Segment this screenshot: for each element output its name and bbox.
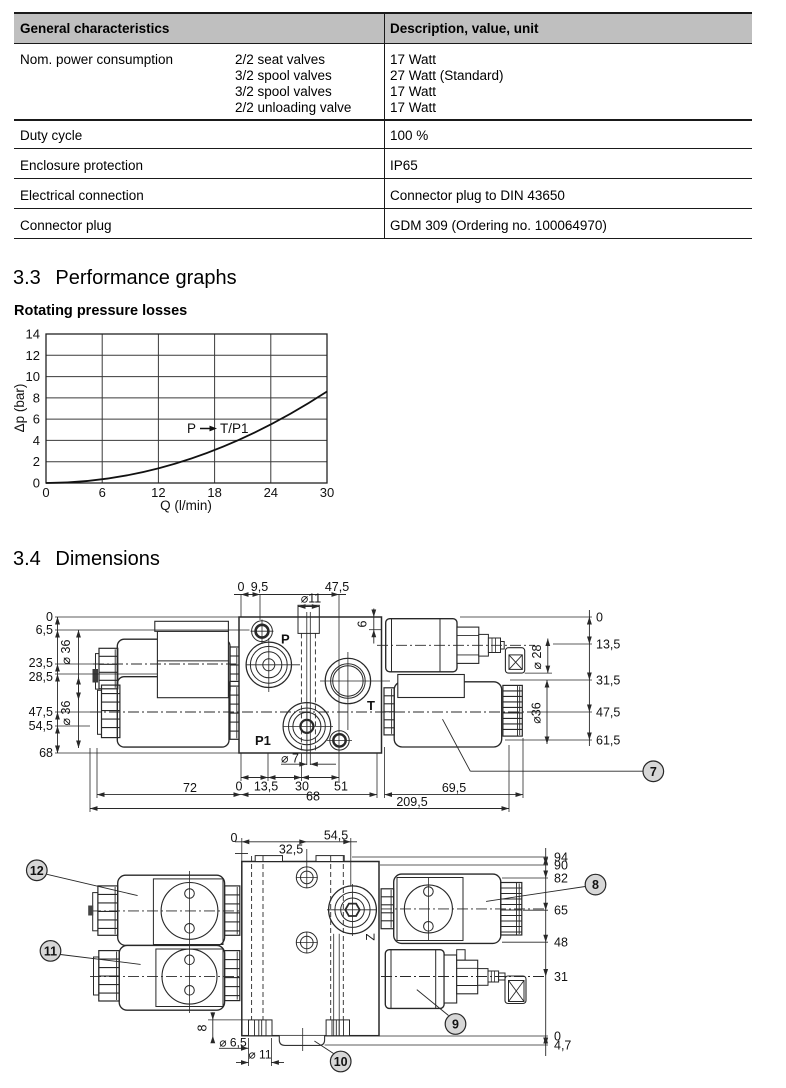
svg-text:0: 0 [231,831,238,845]
svg-text:8: 8 [196,1024,210,1031]
svg-text:14: 14 [26,327,40,342]
svg-text:47,5: 47,5 [596,706,620,720]
svg-text:30: 30 [320,485,334,500]
svg-text:11: 11 [44,944,57,958]
svg-text:28,5: 28,5 [29,670,53,684]
svg-text:209,5: 209,5 [396,795,427,809]
svg-text:18: 18 [207,485,221,500]
svg-text:T: T [367,698,375,713]
svg-text:P: P [281,632,290,647]
svg-text:8: 8 [33,390,40,405]
svg-text:⌀ 28: ⌀ 28 [530,645,544,670]
svg-text:P1: P1 [255,733,271,748]
svg-text:P: P [187,421,196,436]
svg-text:0: 0 [554,1030,561,1044]
svg-text:⌀36: ⌀36 [530,702,544,723]
svg-text:6: 6 [99,485,106,500]
svg-text:30: 30 [295,780,309,794]
svg-text:48: 48 [554,936,568,950]
svg-text:68: 68 [306,790,320,804]
svg-text:69,5: 69,5 [442,781,466,795]
svg-text:12: 12 [30,864,44,878]
svg-text:Q (l/min): Q (l/min) [160,498,212,513]
svg-text:13,5: 13,5 [596,638,620,652]
svg-text:61,5: 61,5 [596,734,620,748]
svg-text:12: 12 [151,485,165,500]
svg-text:23,5: 23,5 [29,656,53,670]
svg-text:54,5: 54,5 [29,719,53,733]
svg-text:2: 2 [33,454,40,469]
svg-text:⌀ 36: ⌀ 36 [59,640,73,665]
svg-text:94: 94 [554,851,568,865]
svg-text:0: 0 [236,780,243,794]
svg-text:0: 0 [46,610,53,624]
svg-text:68: 68 [39,746,53,760]
svg-text:⌀11: ⌀11 [301,592,322,606]
svg-text:10: 10 [26,369,40,384]
svg-text:6: 6 [356,620,370,627]
svg-text:⌀ 7: ⌀ 7 [281,752,299,766]
svg-text:47,5: 47,5 [325,580,349,594]
svg-text:31: 31 [554,970,568,984]
svg-text:9: 9 [452,1018,459,1032]
svg-text:T/P1: T/P1 [220,421,249,436]
svg-text:24: 24 [264,485,278,500]
svg-text:4,7: 4,7 [554,1039,571,1053]
svg-text:0: 0 [42,485,49,500]
svg-text:⌀ 36: ⌀ 36 [59,701,73,726]
svg-text:0: 0 [238,580,245,594]
svg-text:54,5: 54,5 [324,829,348,843]
svg-text:⌀ 6,5: ⌀ 6,5 [219,1036,247,1050]
svg-text:7: 7 [650,765,657,779]
svg-text:4: 4 [33,433,40,448]
svg-text:10: 10 [334,1055,348,1069]
svg-text:⌀ 11: ⌀ 11 [248,1048,271,1062]
svg-text:31,5: 31,5 [596,674,620,688]
svg-text:65: 65 [554,904,568,918]
svg-text:6: 6 [33,412,40,427]
svg-text:0: 0 [596,611,603,625]
svg-text:Δp (bar): Δp (bar) [12,384,27,433]
svg-text:47,5: 47,5 [29,705,53,719]
svg-text:9,5: 9,5 [251,580,268,594]
svg-text:0: 0 [33,476,40,491]
svg-text:Z: Z [364,933,378,940]
svg-text:6,5: 6,5 [36,623,53,637]
svg-text:72: 72 [183,781,197,795]
svg-text:51: 51 [334,780,348,794]
svg-text:82: 82 [554,872,568,886]
svg-text:8: 8 [592,878,599,892]
svg-text:32,5: 32,5 [279,843,303,857]
svg-text:13,5: 13,5 [254,780,278,794]
svg-text:90: 90 [554,859,568,873]
svg-text:12: 12 [26,348,40,363]
